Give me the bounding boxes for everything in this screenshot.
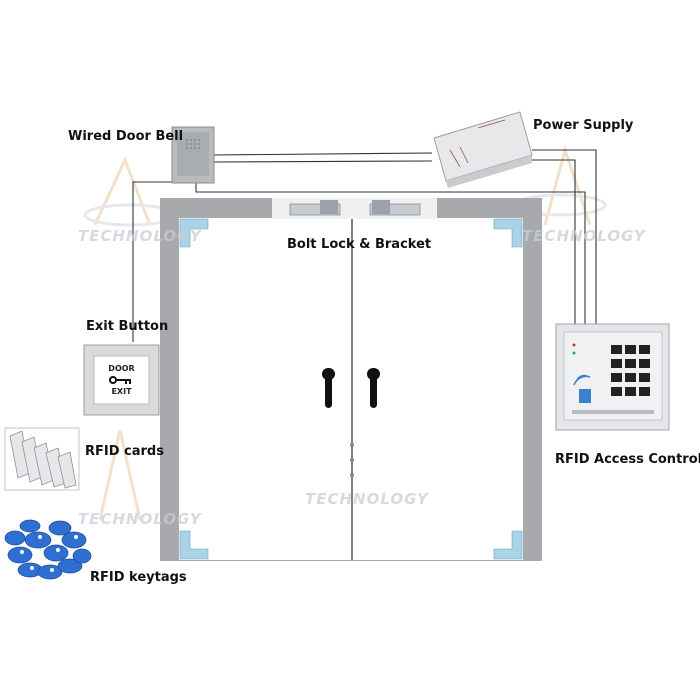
- rfid-cards-device: [4, 427, 80, 491]
- wires: [132, 149, 597, 342]
- wire-bell-to-lock: [195, 182, 586, 324]
- wire-bell-power-top: [211, 152, 433, 156]
- key-icon: [109, 376, 131, 384]
- door-handles: [322, 368, 380, 408]
- exit-plate-door-text: DOOR: [108, 364, 135, 373]
- wire-bell-to-exit: [132, 181, 177, 342]
- exit-button-device: [83, 344, 160, 416]
- watermark-text: TECHNOLOGY: [78, 510, 202, 528]
- watermark-text: TECHNOLOGY: [78, 227, 202, 245]
- bolt-lock: [272, 198, 437, 219]
- label-rfid-cards: RFID cards: [85, 444, 164, 459]
- wire-power-to-controller-2: [532, 159, 576, 324]
- rfid-keytags-device: [4, 519, 92, 580]
- label-power-supply: Power Supply: [533, 118, 634, 133]
- label-exit-button: Exit Button: [86, 319, 169, 334]
- keypad: [611, 345, 650, 396]
- power-supply-device: [433, 111, 533, 188]
- label-rfid-keytags: RFID keytags: [90, 570, 187, 585]
- exit-plate-exit-text: EXIT: [111, 387, 132, 396]
- door-bell-device: [171, 126, 215, 184]
- label-wired-door-bell: Wired Door Bell: [68, 129, 184, 144]
- corner-brackets: [179, 218, 523, 560]
- label-bolt-lock: Bolt Lock & Bracket: [287, 237, 432, 252]
- wire-bell-power-bottom: [211, 160, 433, 163]
- rfid-controller-device: [555, 323, 670, 431]
- rfid-signal-icon: [573, 374, 591, 403]
- label-rfid-access-controller: RFID Access Controller: [555, 452, 700, 467]
- wire-power-to-controller: [532, 149, 597, 324]
- watermark-text: TECHNOLOGY: [305, 490, 429, 508]
- door-frame: [160, 198, 542, 561]
- center-hardware: [350, 443, 354, 477]
- watermark-text: TECHNOLOGY: [522, 227, 646, 245]
